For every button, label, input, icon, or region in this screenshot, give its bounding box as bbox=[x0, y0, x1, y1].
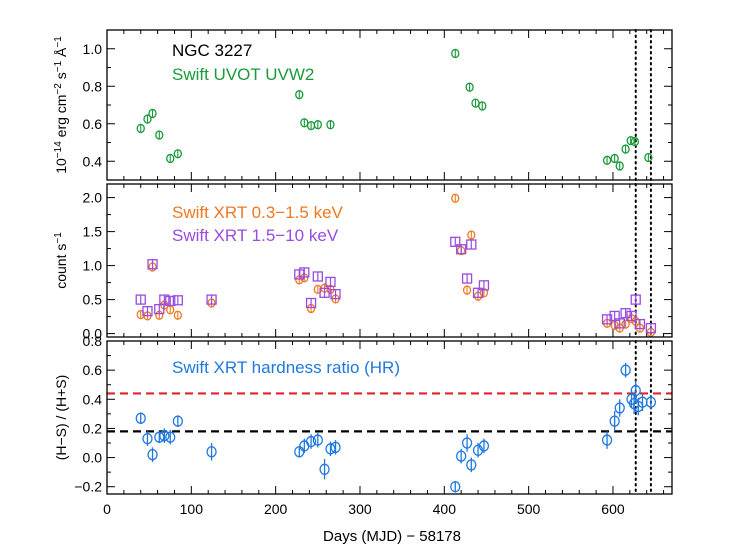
x-tick-label: 300 bbox=[348, 501, 372, 517]
y-label-superscript: −1 bbox=[53, 36, 64, 48]
data-point bbox=[206, 446, 217, 458]
y-tick-label: 1.5 bbox=[83, 224, 103, 240]
y-label-text: (H−S) / (H+S) bbox=[53, 375, 69, 461]
y-tick-label: 0.5 bbox=[83, 292, 103, 308]
y-tick-label: 1.0 bbox=[83, 258, 103, 274]
y-tick-label: 0.8 bbox=[83, 78, 103, 94]
y-label-superscript: −2 bbox=[53, 83, 64, 95]
data-point bbox=[319, 463, 330, 475]
y-tick-label: 0.0 bbox=[83, 326, 103, 342]
y-label-text: count s bbox=[53, 244, 69, 289]
panel-label: Swift XRT 0.3−1.5 keV bbox=[172, 203, 344, 222]
y-label-text: Å bbox=[53, 47, 69, 61]
y-axis-label: (H−S) / (H+S) bbox=[53, 375, 69, 461]
panel-frame bbox=[106, 183, 673, 338]
data-point bbox=[630, 384, 641, 397]
y-tick-label: −0.2 bbox=[74, 479, 102, 495]
x-axis-label: Days (MJD) − 58178 bbox=[323, 528, 461, 545]
x-tick-label: 100 bbox=[180, 501, 204, 517]
y-tick-label: 0.6 bbox=[83, 116, 103, 132]
x-tick-label: 0 bbox=[103, 501, 111, 517]
data-point bbox=[172, 415, 183, 427]
y-label-superscript: −1 bbox=[53, 60, 64, 72]
y-label-text: s bbox=[53, 72, 69, 83]
y-axis-label: 10−14 erg cm−2 s−1 Å−1 bbox=[53, 36, 70, 174]
data-point bbox=[450, 481, 461, 493]
data-point bbox=[330, 441, 341, 454]
data-point bbox=[478, 440, 490, 452]
y-axis-label: count s−1 bbox=[53, 232, 70, 289]
data-point bbox=[159, 430, 170, 442]
data-point bbox=[645, 396, 657, 408]
data-point bbox=[165, 431, 176, 443]
panel-label: NGC 3227 bbox=[172, 41, 252, 60]
y-tick-label: 0.8 bbox=[83, 333, 103, 349]
data-point bbox=[609, 415, 620, 427]
data-point bbox=[601, 434, 613, 446]
panel-frame bbox=[106, 29, 673, 181]
y-label-text: 10 bbox=[53, 158, 69, 174]
x-tick-label: 400 bbox=[433, 501, 457, 517]
data-point bbox=[620, 364, 631, 376]
data-point bbox=[461, 437, 473, 449]
y-tick-label: 0.2 bbox=[83, 420, 103, 436]
y-tick-label: 2.0 bbox=[83, 190, 103, 206]
series-swift-uvot-uvw2 bbox=[136, 48, 653, 171]
x-tick-label: 600 bbox=[601, 501, 625, 517]
x-tick-label: 200 bbox=[264, 501, 288, 517]
series-swift-xrt-1-5-10-kev bbox=[135, 236, 657, 334]
series-swift-xrt-hardness-ratio-hr- bbox=[135, 362, 657, 493]
data-point bbox=[456, 450, 467, 462]
x-tick-label: 500 bbox=[517, 501, 541, 517]
y-tick-label: 0.4 bbox=[83, 153, 103, 169]
y-tick-label: 0.4 bbox=[83, 391, 103, 407]
data-point bbox=[614, 402, 625, 414]
panel-label: Swift XRT 1.5−10 keV bbox=[172, 226, 339, 245]
panel-label: Swift UVOT UVW2 bbox=[172, 65, 314, 84]
y-tick-label: 0.6 bbox=[83, 362, 103, 378]
data-point bbox=[135, 412, 146, 424]
x-axis: Days (MJD) − 58178 0 100 200 300 400 500 600 bbox=[103, 501, 625, 545]
y-tick-label: 0.0 bbox=[83, 450, 103, 466]
y-label-superscript: −1 bbox=[53, 232, 64, 244]
data-point bbox=[312, 434, 323, 446]
panel-frame bbox=[106, 340, 673, 495]
y-label-superscript: −14 bbox=[53, 141, 64, 158]
y-label-text: erg cm bbox=[53, 95, 69, 142]
data-point bbox=[147, 449, 158, 461]
data-point bbox=[142, 432, 153, 445]
panel-label: Swift XRT hardness ratio (HR) bbox=[172, 358, 400, 377]
data-point bbox=[466, 459, 477, 471]
data-point bbox=[305, 435, 317, 448]
y-tick-label: 1.0 bbox=[83, 41, 103, 57]
